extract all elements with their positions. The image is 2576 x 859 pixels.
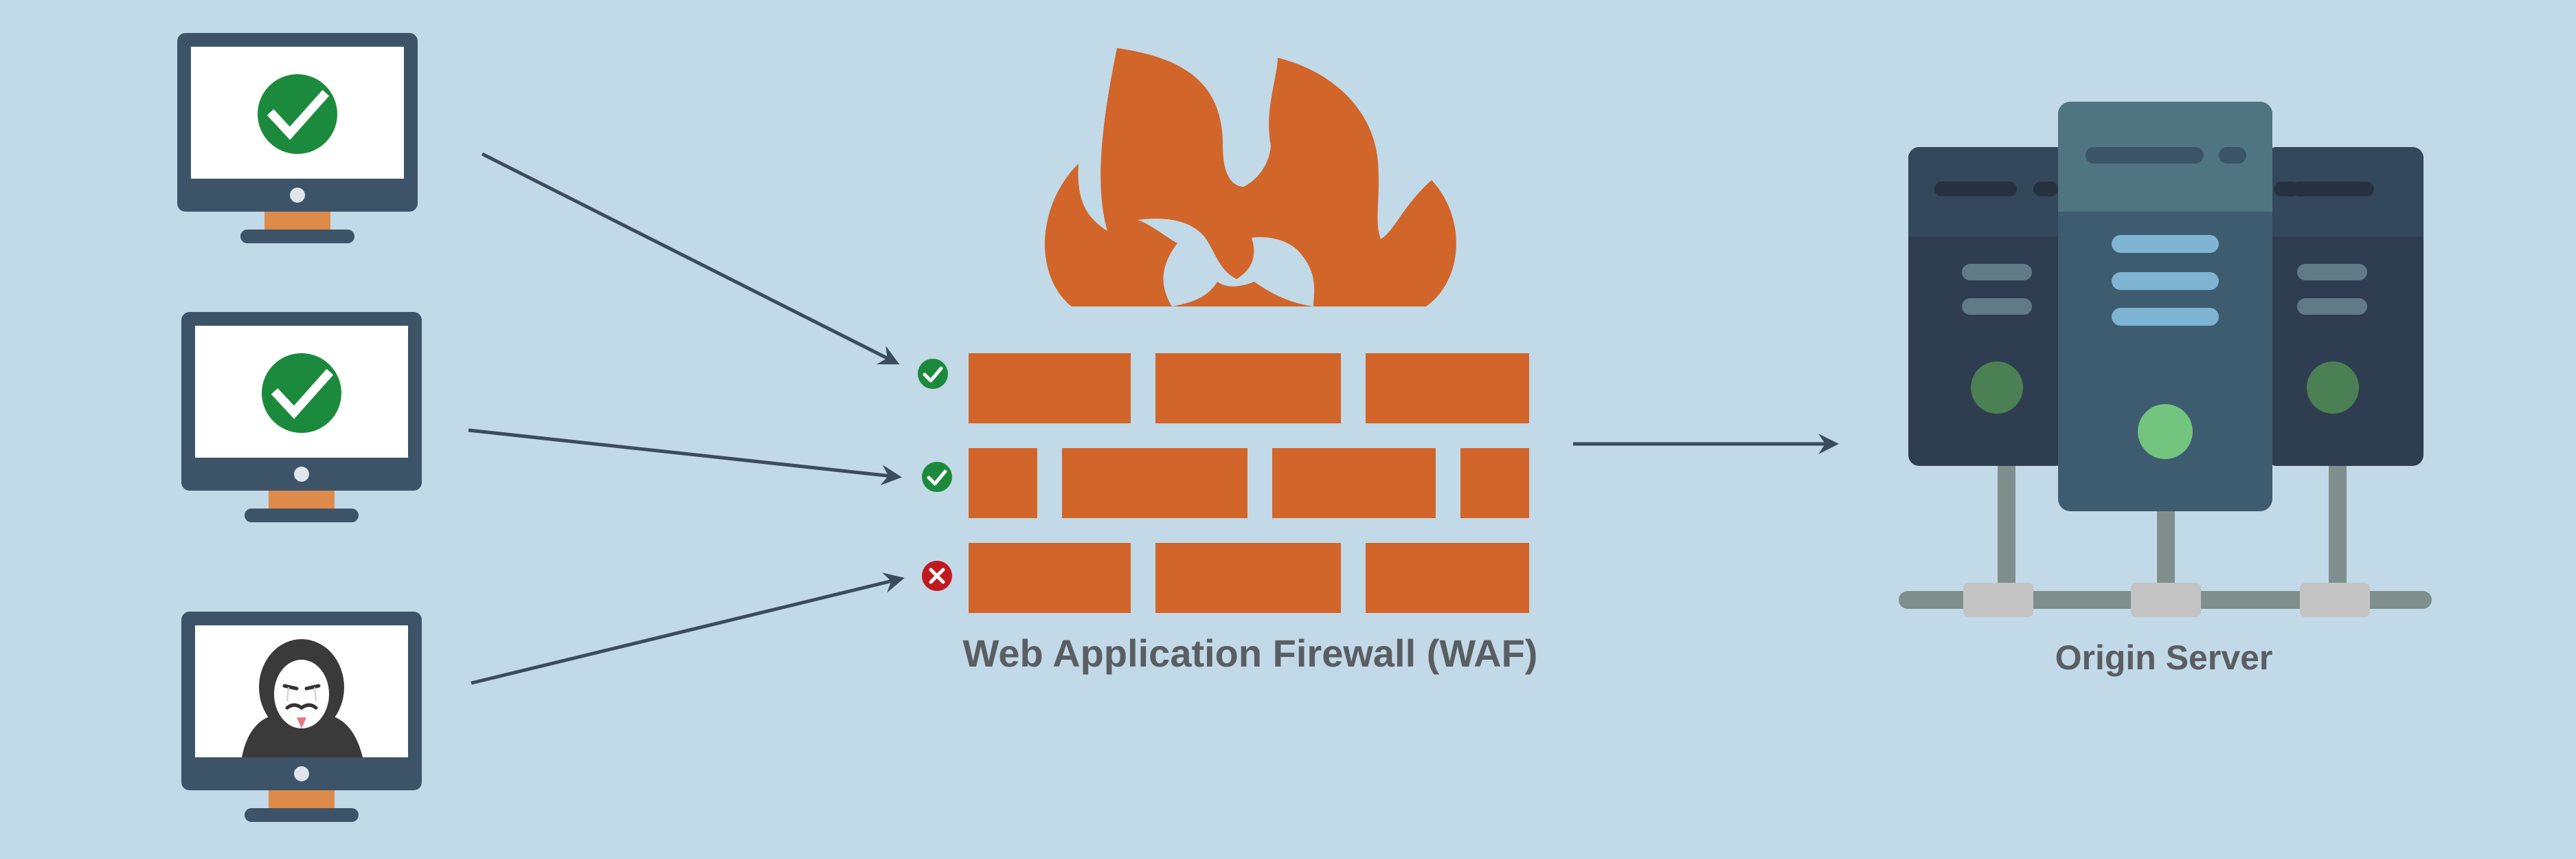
allowed-check-icon <box>258 74 337 154</box>
allowed-check-icon <box>918 359 948 389</box>
origin-server-label: Origin Server <box>2055 638 2273 677</box>
waf-label: Web Application Firewall (WAF) <box>962 632 1538 675</box>
server-right <box>2266 147 2424 466</box>
request-arrow-2 <box>468 428 902 486</box>
client-monitor-3 <box>181 612 422 822</box>
brick <box>1366 543 1529 613</box>
client-monitor-1 <box>177 33 418 243</box>
request-arrows <box>468 152 905 685</box>
server-rack-icon <box>1899 102 2432 617</box>
flame-inner-highlight <box>1138 219 1315 306</box>
client-monitor-2 <box>181 312 422 522</box>
brick <box>969 448 1037 518</box>
brick <box>1155 543 1341 613</box>
blocked-x-icon <box>922 561 952 591</box>
brick <box>969 543 1131 613</box>
brick <box>1460 448 1529 518</box>
hacker-icon <box>242 639 363 757</box>
firewall-wall <box>969 353 1529 613</box>
brick <box>1155 353 1341 423</box>
brick <box>1062 448 1247 518</box>
brick <box>1272 448 1436 518</box>
allowed-check-icon <box>262 353 341 433</box>
allowed-check-icon <box>922 462 952 492</box>
server-left <box>1908 147 2066 466</box>
brick <box>969 353 1131 423</box>
request-arrow-3 <box>471 572 905 685</box>
request-arrow-1 <box>481 152 900 365</box>
brick <box>1366 353 1529 423</box>
server-center <box>2058 102 2272 511</box>
flame-icon <box>1044 48 1456 306</box>
